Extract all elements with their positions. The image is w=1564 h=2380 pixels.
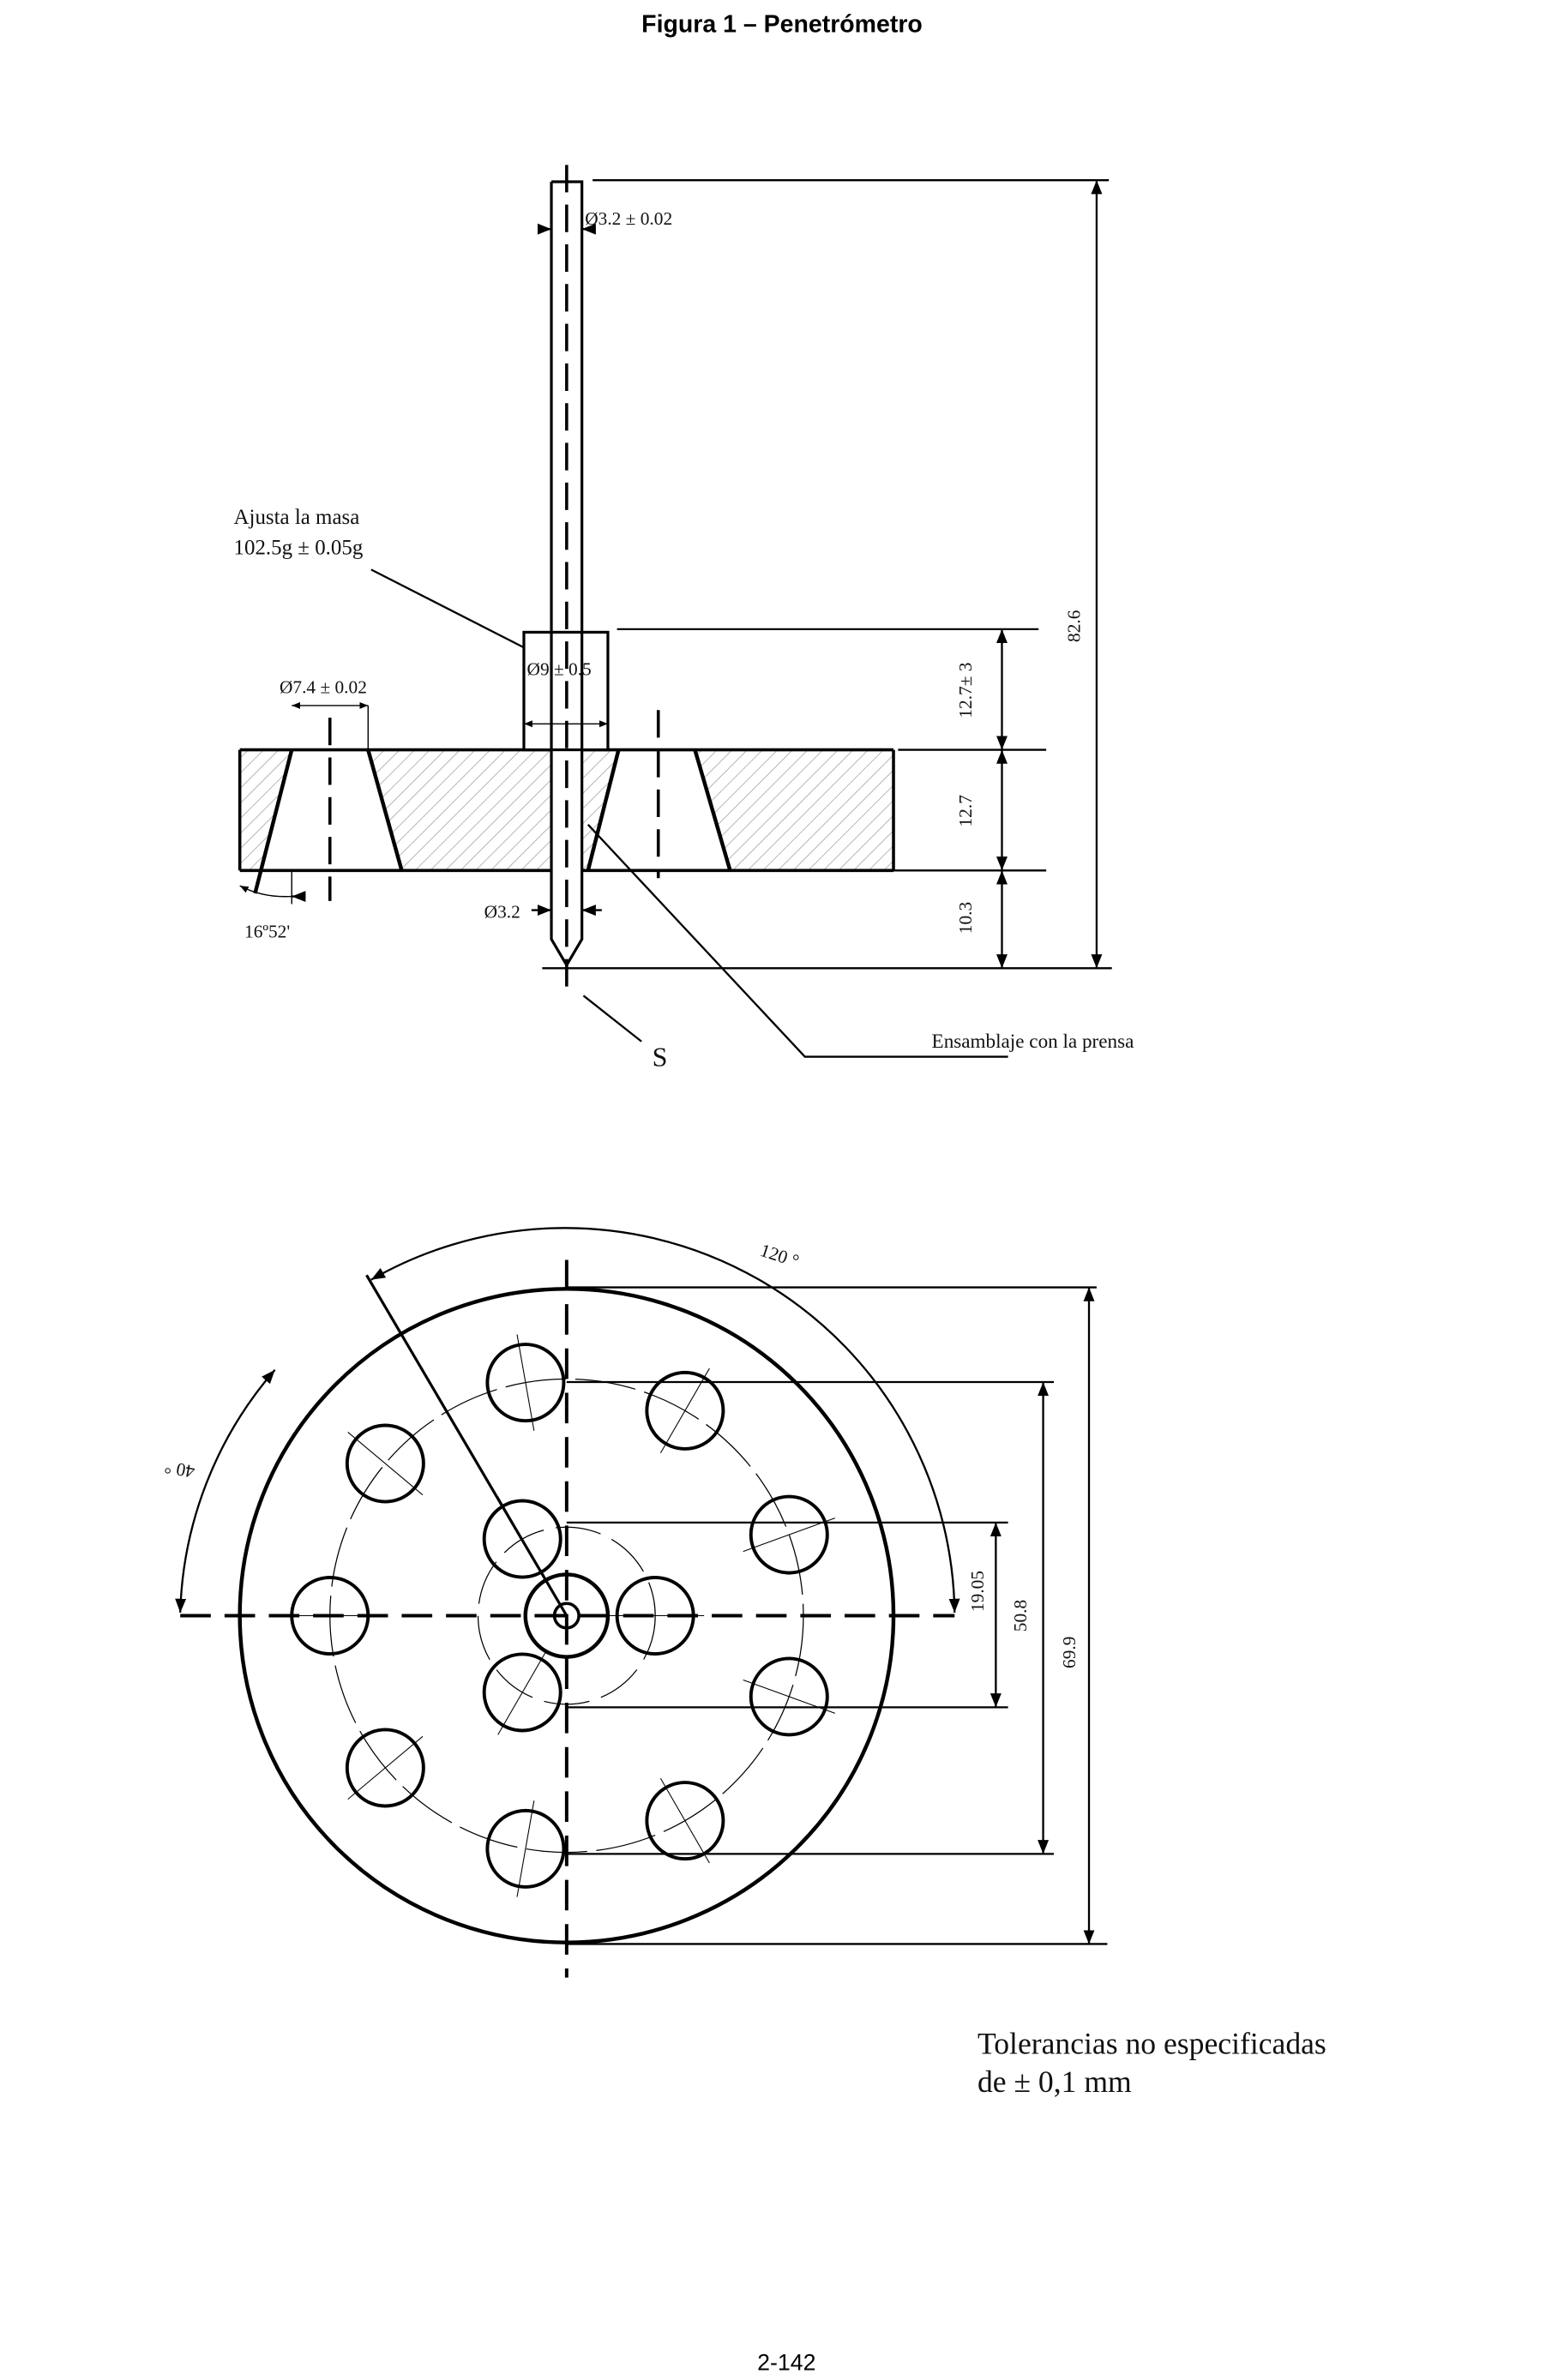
mass-diameter-label: Ø9 ± 0.5 <box>527 658 592 679</box>
plate-hole <box>749 1656 829 1737</box>
dim-mass-height-label: 12.7± 3 <box>955 663 976 718</box>
hole-centerline <box>347 1735 424 1800</box>
angle-120-arc <box>370 1227 960 1613</box>
angle-40-label: 40 ° <box>163 1457 196 1482</box>
plate-hole <box>645 1781 725 1861</box>
side-view: Ø3.2 ± 0.02 Ajusta la masa 102.5g ± 0.05… <box>234 165 1134 1072</box>
plate-hole <box>345 1728 425 1808</box>
figure-title: Figura 1 – Penetrómetro <box>641 10 923 38</box>
hole-centerline <box>497 1650 548 1735</box>
plate-hatch-mid <box>368 749 552 871</box>
penetrometer-rod <box>550 180 584 968</box>
tolerance-note-line1: Tolerancias no especificadas <box>977 2027 1326 2061</box>
plate-hatch-left <box>239 749 292 871</box>
hole-centerline <box>516 1800 535 1897</box>
plate-hole <box>482 1652 562 1733</box>
label-s: S <box>653 1041 668 1072</box>
hole-centerline <box>516 1334 535 1431</box>
dim-total-label: 82.6 <box>1063 610 1084 642</box>
dim-tip-label: 10.3 <box>955 902 976 934</box>
dim-inner-label: 19.05 <box>967 1571 988 1612</box>
hole-diameter-label: Ø7.4 ± 0.02 <box>280 677 367 698</box>
taper-angle-label: 16º52' <box>244 922 290 942</box>
dim-middle-label: 50.8 <box>1010 1600 1031 1632</box>
assembly-note: Ensamblaje con la prensa <box>932 1031 1134 1053</box>
hole-centerline <box>743 1679 836 1714</box>
hole-centerline <box>347 1431 424 1496</box>
rod-diameter-label: Ø3.2 ± 0.02 <box>585 208 672 229</box>
page-number: 2-142 <box>757 2349 815 2375</box>
dim-plate-label: 12.7 <box>955 795 976 827</box>
angle-40-arc <box>175 1368 276 1613</box>
plate-hole <box>485 1808 566 1889</box>
top-view: 120 ° 40 ° 19.05 50.8 69.9 <box>163 1227 1108 1978</box>
tip-diameter-label: Ø3.2 <box>484 902 520 923</box>
hole-centerline <box>659 1777 710 1864</box>
angle-120-label: 120 ° <box>758 1240 802 1271</box>
tolerance-note-line2: de ± 0,1 mm <box>977 2064 1132 2099</box>
plate-hatch-right <box>695 749 894 871</box>
dim-outer-label: 69.9 <box>1059 1637 1080 1668</box>
mass-note-line2: 102.5g ± 0.05g <box>234 537 364 560</box>
mass-note-line1: Ajusta la masa <box>234 506 360 529</box>
